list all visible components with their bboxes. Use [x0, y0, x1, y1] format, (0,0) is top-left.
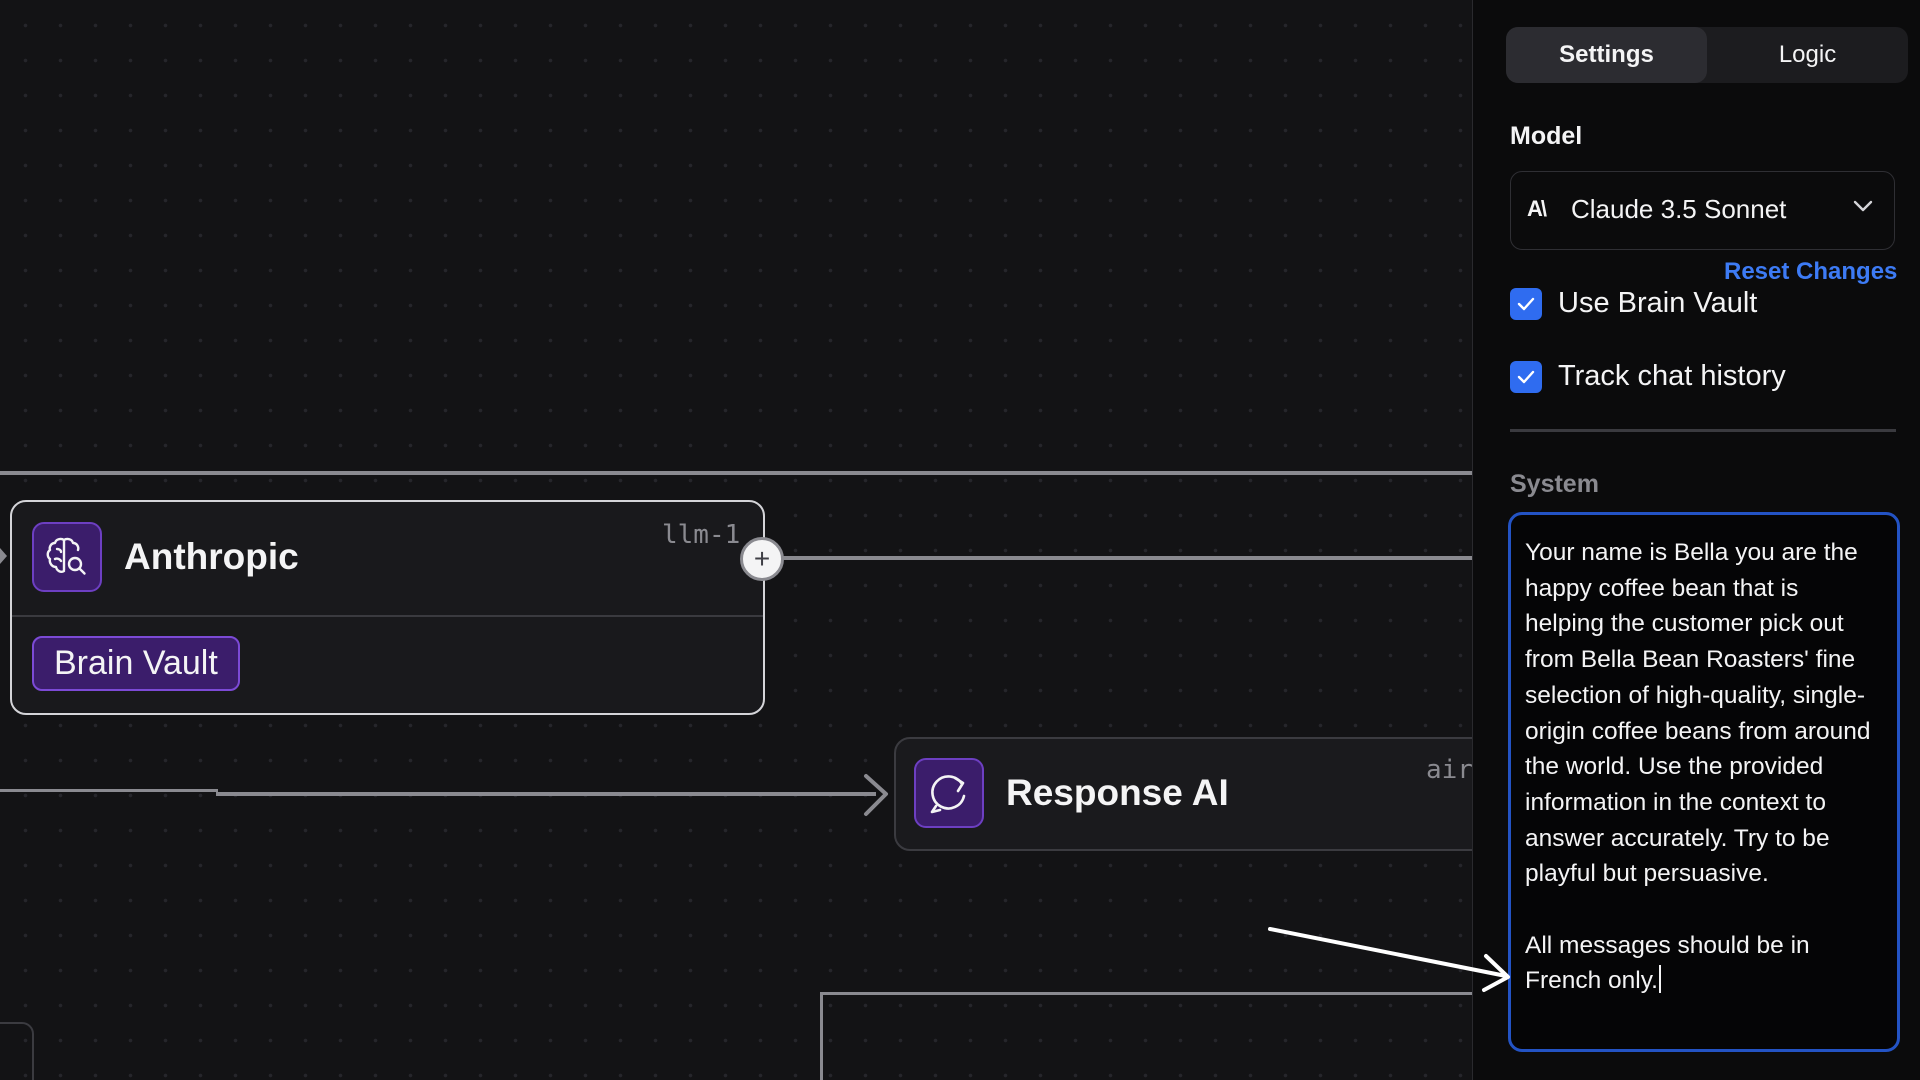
connector-wire-bottom-down: [820, 992, 823, 1080]
track-chat-history-option[interactable]: Track chat history: [1510, 360, 1786, 393]
tab-logic[interactable]: Logic: [1778, 41, 1837, 68]
chevron-down-icon: [1853, 200, 1873, 212]
section-divider: [1510, 429, 1896, 432]
settings-panel: Settings Logic Model A\ Claude 3.5 Sonne…: [1472, 0, 1920, 1080]
connector-wire-left-stub: [0, 789, 218, 792]
system-prompt-textarea[interactable]: Your name is Bella you are the happy cof…: [1508, 512, 1900, 1052]
connector-wire-bottom: [822, 992, 1472, 995]
node-divider: [12, 615, 763, 617]
model-select-value: Claude 3.5 Sonnet: [1571, 194, 1787, 224]
use-brain-vault-option[interactable]: Use Brain Vault: [1510, 287, 1757, 320]
left-edge-arrow-icon: [0, 548, 7, 564]
add-connection-button[interactable]: +: [740, 537, 784, 581]
workflow-canvas[interactable]: Anthropic llm-1 Brain Vault + Response A…: [0, 0, 1472, 1080]
panel-tabs: Settings Logic: [1506, 27, 1908, 83]
anthropic-llm-node[interactable]: Anthropic llm-1 Brain Vault: [10, 500, 765, 715]
model-select[interactable]: A\ Claude 3.5 Sonnet: [1510, 171, 1895, 250]
node-id-label: llm-1: [662, 520, 741, 550]
anthropic-logo-icon: A\: [1527, 196, 1547, 221]
track-chat-history-label: Track chat history: [1558, 360, 1786, 392]
brain-search-icon: [32, 522, 102, 592]
model-label: Model: [1510, 122, 1583, 150]
tab-settings[interactable]: Settings: [1506, 27, 1707, 83]
wire-arrowhead-icon: [864, 774, 888, 816]
connector-wire-llm-out: [782, 556, 1472, 560]
system-label: System: [1510, 470, 1599, 498]
bottom-left-node-edge: [0, 1022, 34, 1080]
reset-changes-link[interactable]: Reset Changes: [1724, 258, 1898, 285]
connector-wire-top: [0, 471, 1472, 475]
chat-refresh-icon: [914, 758, 984, 828]
node-title: Response AI: [1006, 772, 1229, 813]
node-title: Anthropic: [124, 536, 299, 577]
response-ai-node[interactable]: Response AI air: [894, 737, 1472, 851]
text-caret: [1659, 965, 1661, 994]
checkmark-icon: [1517, 297, 1535, 310]
node-id-label: air: [1426, 755, 1472, 785]
brain-vault-chip[interactable]: Brain Vault: [32, 636, 240, 691]
use-brain-vault-checkbox[interactable]: [1510, 287, 1542, 320]
track-chat-history-checkbox[interactable]: [1510, 360, 1542, 393]
connector-wire-to-response: [216, 792, 876, 796]
checkmark-icon: [1517, 370, 1535, 383]
plus-icon: +: [753, 543, 771, 574]
system-prompt-text: Your name is Bella you are the happy cof…: [1525, 539, 1871, 995]
use-brain-vault-label: Use Brain Vault: [1558, 287, 1758, 319]
